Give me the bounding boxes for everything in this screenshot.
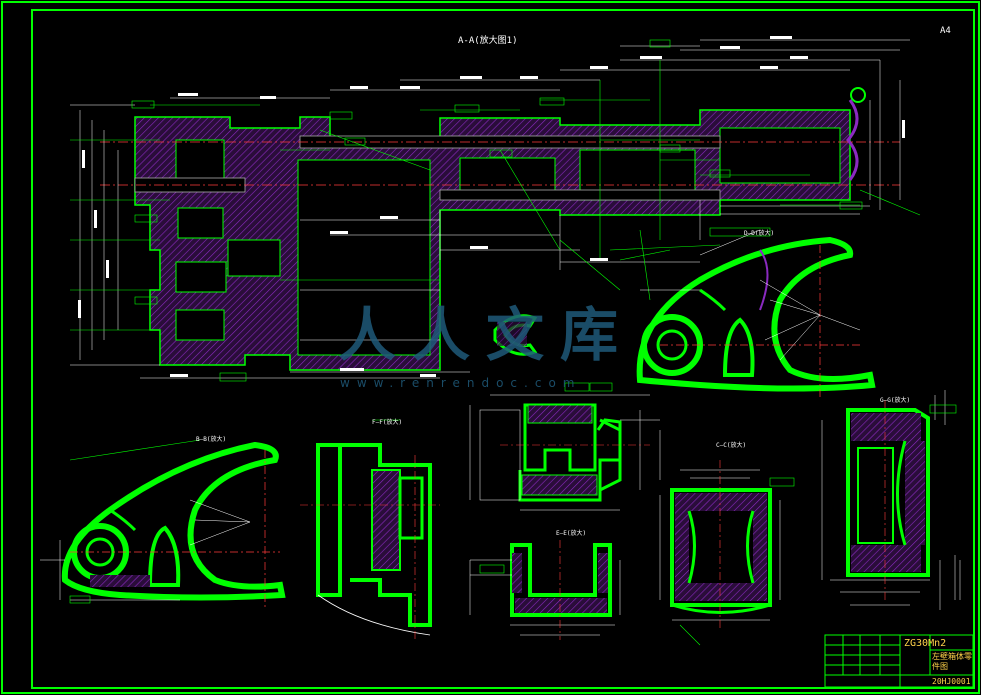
e-section-view — [469, 540, 621, 640]
scale-note: A4 — [940, 26, 951, 36]
c-section-view — [469, 382, 661, 511]
title-drawing-no: 20HJ0001 — [932, 677, 971, 686]
main-centerlines — [100, 141, 900, 186]
view-label-c: C—C(放大) — [716, 442, 747, 449]
main-section-label: A-A(放大图1) — [458, 36, 518, 46]
watermark-url: www.renrendoc.com — [340, 376, 582, 390]
title-material: ZG30Mn2 — [904, 638, 947, 649]
view-label-f: F—F(放大) — [372, 419, 403, 426]
f-section-view — [300, 419, 440, 640]
main-dim-text-marks — [78, 36, 905, 377]
fork-lower-outer — [61, 441, 286, 601]
title-part-name: 左壁箱体零件图 — [932, 652, 972, 671]
inner-border — [31, 9, 975, 689]
fork-view-upper-right — [619, 229, 876, 400]
main-tolerance-frames — [131, 39, 863, 382]
watermark-logo-text: 人人文库 — [338, 301, 635, 369]
small-ring-detail — [493, 314, 538, 356]
main-leader-lines — [70, 60, 921, 331]
d-section-view — [659, 460, 795, 646]
main-dimension-lines — [70, 39, 910, 379]
view-label-e: E—E(放大) — [556, 530, 587, 537]
view-label-b-left: B—B(放大) — [196, 436, 227, 443]
view-label-g: G—G(放大) — [880, 397, 911, 404]
fork-upper-outer — [636, 236, 876, 392]
fork-view-lower-left — [40, 439, 286, 610]
g-section-view — [821, 390, 961, 610]
view-label-d: D—D(放大) — [744, 230, 775, 237]
title-block — [824, 634, 974, 688]
